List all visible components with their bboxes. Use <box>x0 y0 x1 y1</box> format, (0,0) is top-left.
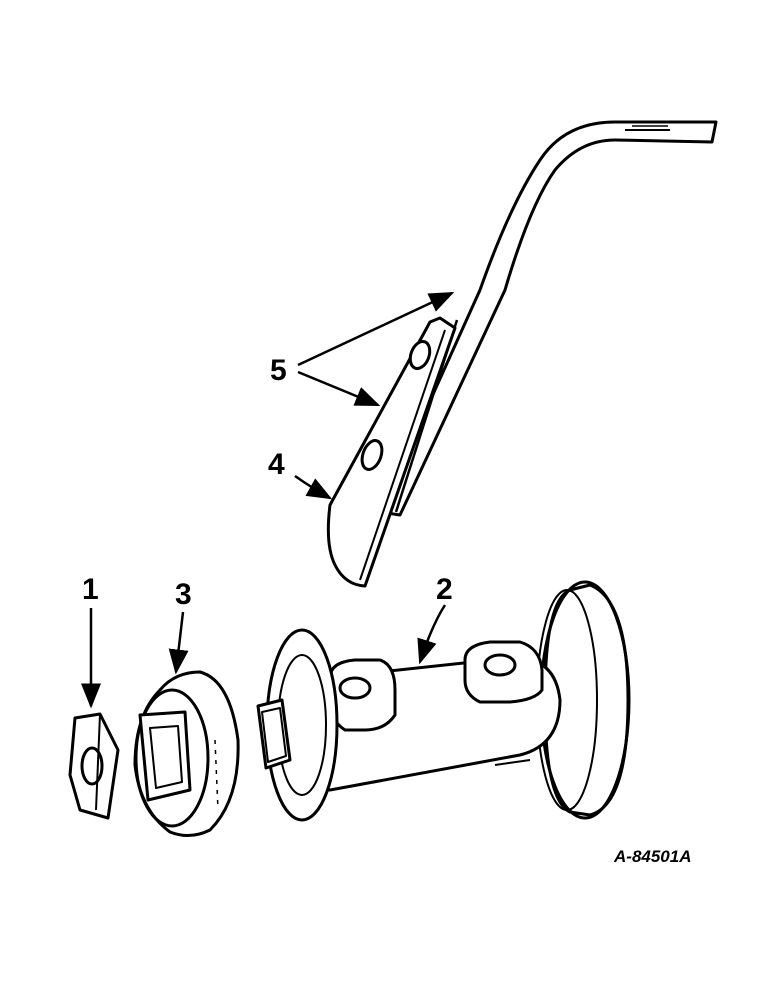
leader-3 <box>168 612 189 675</box>
callout-1: 1 <box>82 573 99 606</box>
blade-hole-upper <box>407 339 433 371</box>
leader-4 <box>295 476 333 500</box>
callout-5: 5 <box>270 354 287 387</box>
callout-2: 2 <box>436 573 453 606</box>
blade-hole-lower <box>358 438 385 472</box>
callout-4: 4 <box>268 448 285 481</box>
square-washer <box>70 714 118 818</box>
arm-bracket <box>380 122 716 515</box>
leader-arrows <box>81 293 455 709</box>
callout-3: 3 <box>175 578 192 611</box>
leader-5a <box>298 293 455 365</box>
leader-2 <box>417 605 445 665</box>
part-number: A-84501A <box>614 847 692 866</box>
leader-5b <box>298 372 381 405</box>
cup-washer <box>135 672 238 836</box>
hub-spool <box>258 582 629 820</box>
blade <box>328 318 455 586</box>
